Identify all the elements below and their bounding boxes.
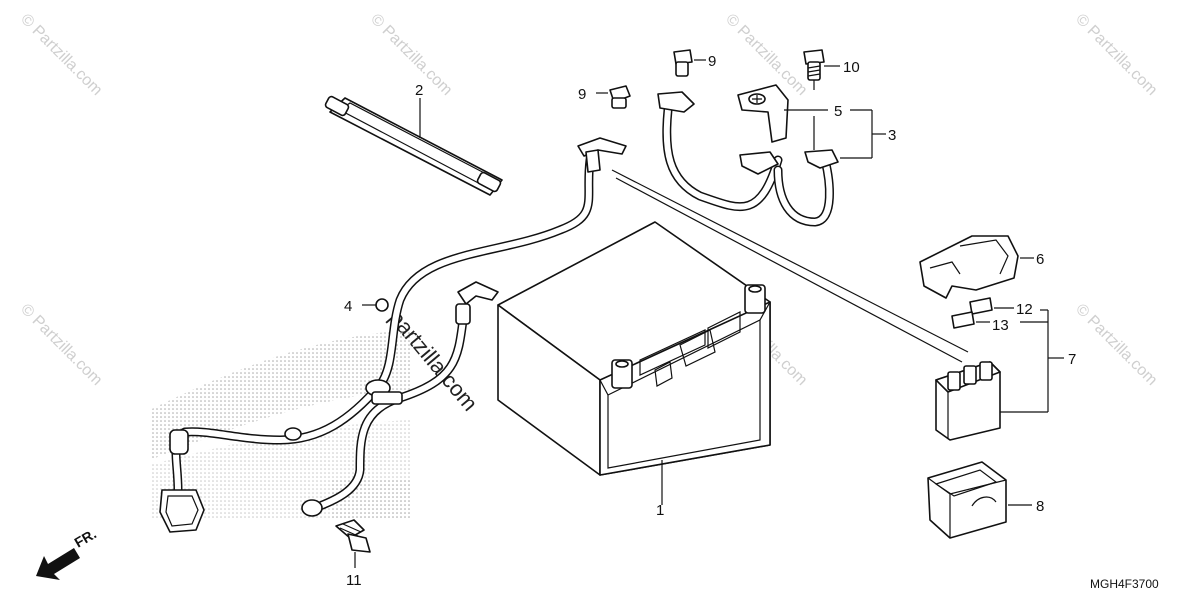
callout-6: 6 <box>1036 251 1044 268</box>
watermark-text: © Partzilla.com <box>367 11 455 99</box>
battery-part <box>497 221 771 476</box>
callout-5: 5 <box>834 103 842 120</box>
callout-13: 13 <box>992 317 1009 334</box>
fuse-part-13 <box>951 311 975 329</box>
callout-3: 3 <box>888 127 896 144</box>
direction-label: FR. <box>72 525 100 550</box>
front-direction-arrow: FR. <box>36 525 99 580</box>
watermark-text: © Partzilla.com <box>17 11 105 99</box>
watermark-text: © Partzilla.com <box>1072 11 1160 99</box>
positive-cable-part <box>657 84 839 227</box>
watermark-text: © Partzilla.com <box>17 301 105 389</box>
watermark-text: © Partzilla.com <box>1072 301 1160 389</box>
callout-7: 7 <box>1068 351 1076 368</box>
starter-relay-part-7 <box>935 361 1001 441</box>
callout-1: 1 <box>656 502 664 519</box>
relay-holder-part-8 <box>927 461 1007 539</box>
bolt-part-11 <box>335 519 371 553</box>
callout-2: 2 <box>415 82 423 99</box>
callout-9-b: 9 <box>708 53 716 70</box>
callout-10: 10 <box>843 59 860 76</box>
callout-9-a: 9 <box>578 86 586 103</box>
relay-cover-part-6 <box>919 235 1019 299</box>
fuse-part-12 <box>969 297 993 315</box>
callout-12: 12 <box>1016 301 1033 318</box>
callout-11: 11 <box>346 572 362 589</box>
battery-wire-harness <box>159 137 627 533</box>
screw-part-10 <box>803 49 825 81</box>
callout-4: 4 <box>344 298 352 315</box>
battery-band-part <box>324 95 503 196</box>
bolt-part-9-a <box>609 85 631 109</box>
diagram-code: MGH4F3700 <box>1090 577 1159 591</box>
watermark-text: © Partzilla.com <box>722 11 810 99</box>
callout-8: 8 <box>1036 498 1044 515</box>
bolt-part-9-b <box>673 49 693 77</box>
